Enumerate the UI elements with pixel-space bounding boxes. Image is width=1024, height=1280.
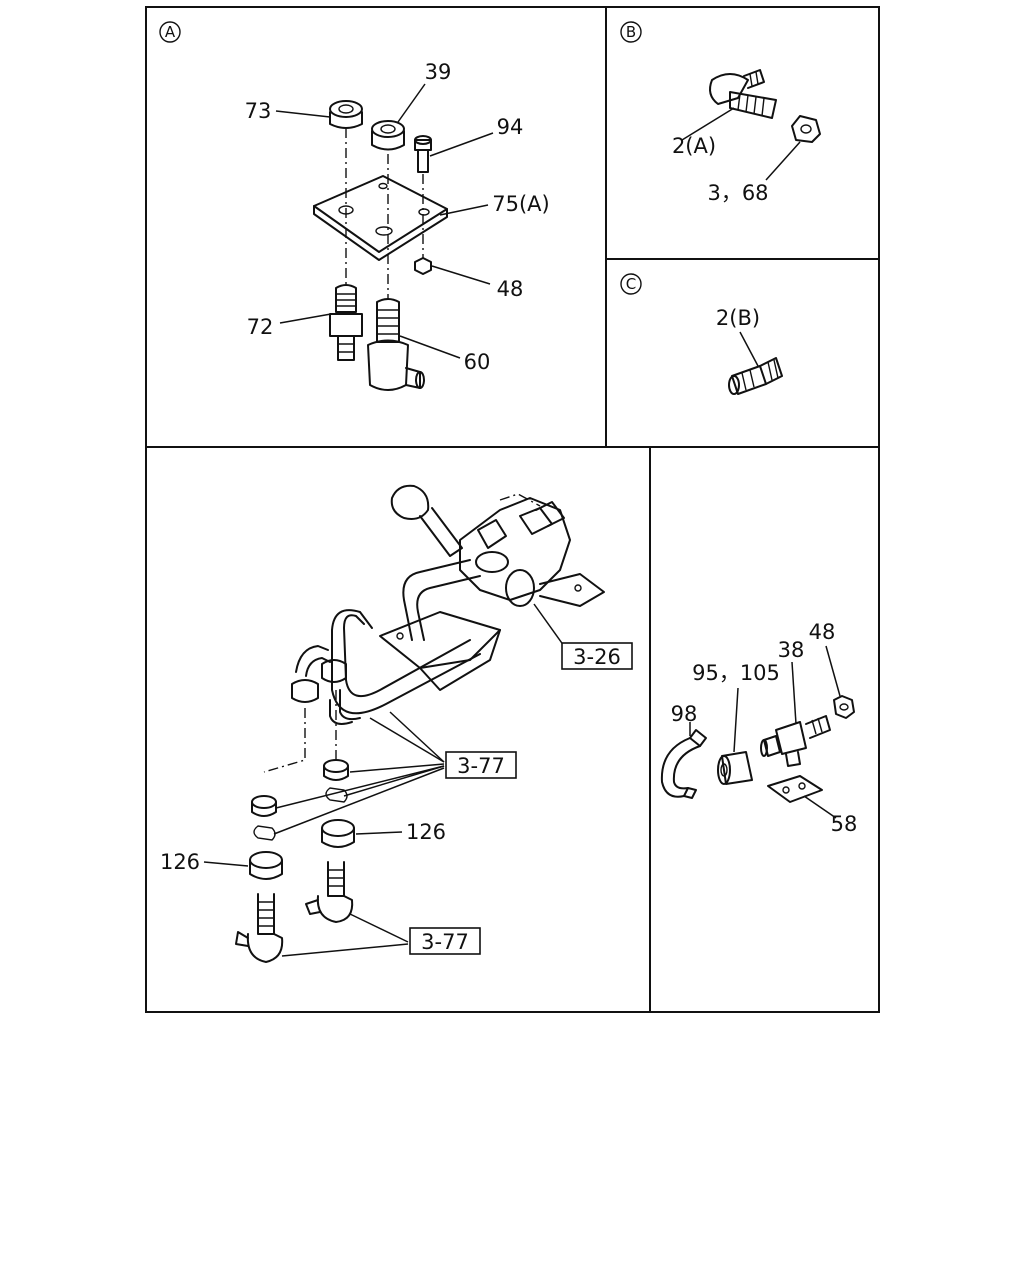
section-marker-c: C xyxy=(620,273,642,295)
assembly-drawing xyxy=(203,484,605,963)
label-126-left: 126 xyxy=(160,850,200,874)
svg-text:B: B xyxy=(626,23,636,41)
panel-right-drawing xyxy=(660,645,855,819)
label-126-right: 126 xyxy=(406,820,446,844)
svg-text:A: A xyxy=(165,23,176,41)
label-73: 73 xyxy=(245,99,272,123)
label-72: 72 xyxy=(247,315,274,339)
label-2b: 2(B) xyxy=(716,306,760,330)
panel-b-drawing xyxy=(681,69,821,181)
svg-text:3-77: 3-77 xyxy=(421,930,469,954)
ref-box-3-77-upper: 3-77 xyxy=(445,751,517,779)
label-60: 60 xyxy=(464,350,491,374)
panel-c-drawing xyxy=(728,331,783,395)
section-marker-a: A xyxy=(159,21,181,43)
label-75a: 75(A) xyxy=(492,192,549,216)
section-marker-b: B xyxy=(620,21,642,43)
ref-box-3-77-lower: 3-77 xyxy=(409,927,481,955)
label-98: 98 xyxy=(671,702,698,726)
label-39: 39 xyxy=(425,60,452,84)
ref-box-3-26: 3-26 xyxy=(561,642,633,670)
panel-a-drawing xyxy=(275,83,494,391)
label-38: 38 xyxy=(778,638,805,662)
label-95-105: 95，105 xyxy=(692,661,780,685)
label-58: 58 xyxy=(831,812,858,836)
svg-text:3-26: 3-26 xyxy=(573,645,621,669)
label-48-panel-a: 48 xyxy=(497,277,524,301)
panel-frames xyxy=(145,6,880,1013)
label-3-68: 3，68 xyxy=(707,181,768,205)
label-94: 94 xyxy=(497,115,524,139)
svg-text:C: C xyxy=(626,275,636,293)
label-2a: 2(A) xyxy=(672,134,716,158)
svg-text:3-77: 3-77 xyxy=(457,754,505,778)
label-48-right: 48 xyxy=(809,620,836,644)
